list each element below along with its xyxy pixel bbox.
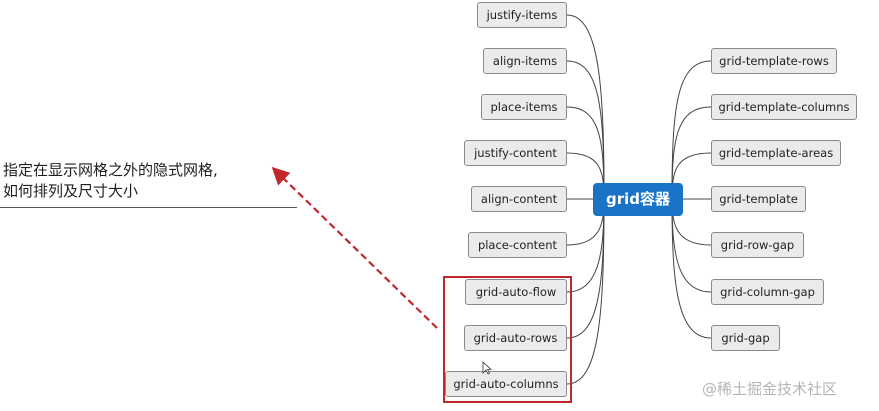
- dashed-arrow: [271, 166, 438, 329]
- connector-grid-template-columns: [671, 106, 712, 200]
- annotation-underline: [0, 207, 297, 208]
- node-grid-template-rows[interactable]: grid-template-rows: [711, 48, 837, 74]
- node-justify-items[interactable]: justify-items: [477, 2, 567, 28]
- node-grid-column-gap[interactable]: grid-column-gap: [711, 279, 824, 305]
- node-grid-auto-rows[interactable]: grid-auto-rows: [464, 325, 567, 351]
- node-place-content[interactable]: place-content: [468, 232, 567, 258]
- node-grid-template[interactable]: grid-template: [711, 186, 806, 212]
- mouse-cursor-icon: [482, 361, 492, 375]
- node-grid-template-areas[interactable]: grid-template-areas: [711, 140, 841, 166]
- node-grid-template-columns[interactable]: grid-template-columns: [711, 94, 857, 120]
- connector-align-items: [566, 60, 605, 200]
- node-grid-row-gap[interactable]: grid-row-gap: [711, 232, 804, 258]
- connector-grid-auto-columns: [566, 198, 605, 385]
- annotation-text: 指定在显示网格之外的隐式网格, 如何排列及尺寸大小: [3, 160, 303, 202]
- connector-grid-auto-rows: [566, 198, 605, 339]
- center-node-grid-container[interactable]: grid容器: [593, 183, 683, 216]
- node-align-content[interactable]: align-content: [471, 186, 567, 212]
- node-align-items[interactable]: align-items: [483, 48, 567, 74]
- node-place-items[interactable]: place-items: [481, 94, 567, 120]
- annotation-line-1: 指定在显示网格之外的隐式网格,: [3, 161, 218, 179]
- watermark: @稀土掘金技术社区: [702, 380, 838, 398]
- highlight-box: [443, 276, 572, 403]
- node-justify-content[interactable]: justify-content: [464, 140, 567, 166]
- connector-grid-template-rows: [671, 60, 712, 200]
- node-grid-auto-columns[interactable]: grid-auto-columns: [445, 371, 567, 397]
- node-grid-auto-flow[interactable]: grid-auto-flow: [465, 279, 567, 305]
- connector-grid-gap: [671, 198, 712, 339]
- annotation-line-2: 如何排列及尺寸大小: [3, 182, 139, 200]
- connector-place-items: [566, 106, 605, 200]
- node-grid-gap[interactable]: grid-gap: [711, 325, 780, 351]
